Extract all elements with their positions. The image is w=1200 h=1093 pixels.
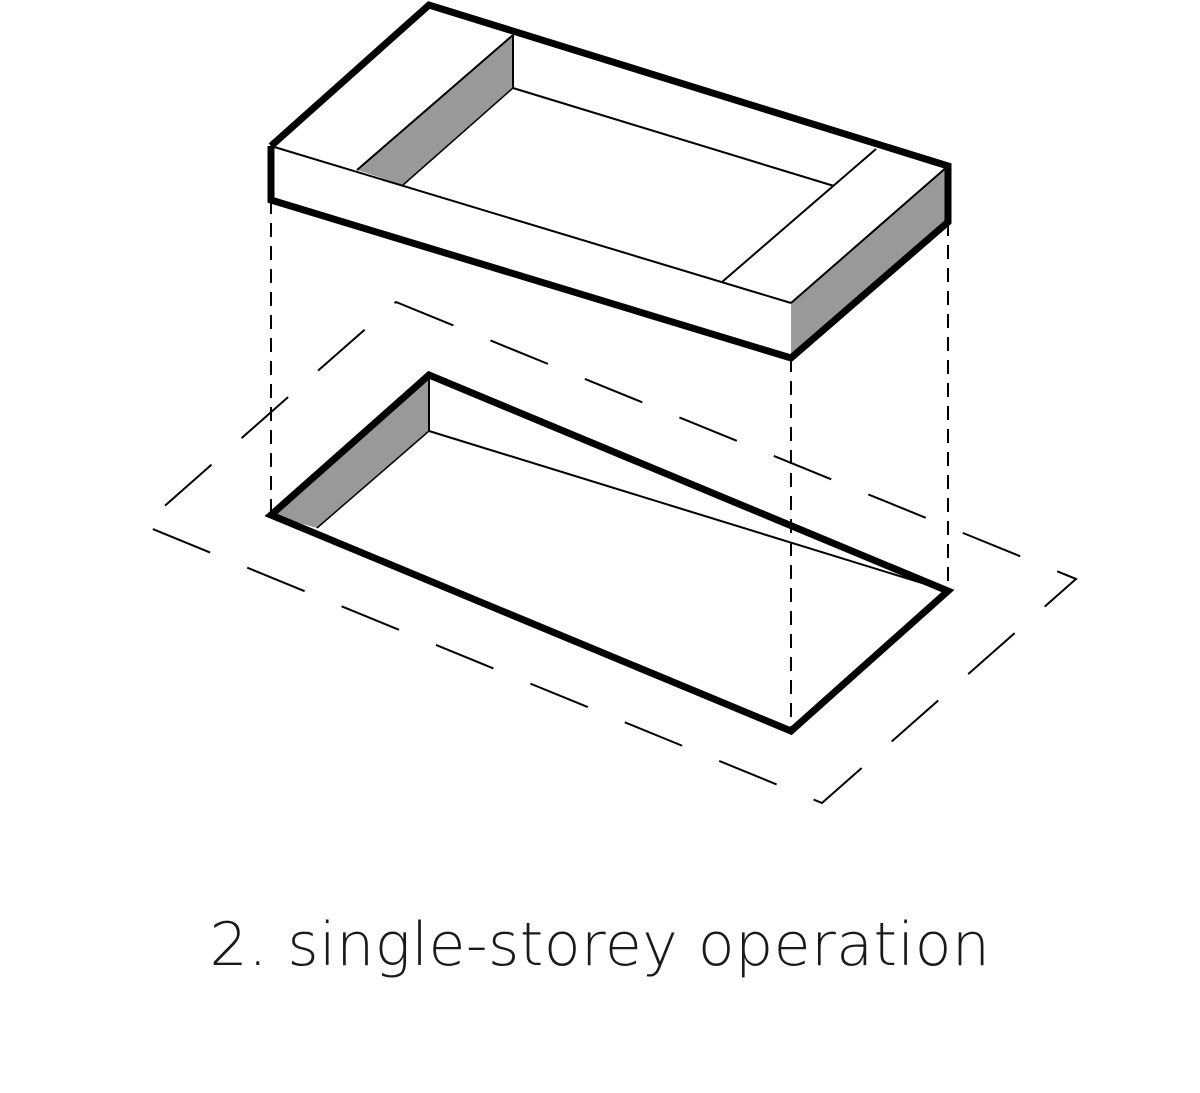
upper-floor-volume <box>267 1 952 362</box>
upper-outline <box>267 1 952 362</box>
upper-opening-back-edge <box>512 87 835 187</box>
upper-opening-right-edge <box>721 148 877 283</box>
site-boundary-dashed <box>141 300 1078 805</box>
upper-side-top-edge <box>790 165 949 304</box>
ground-floor-inner-edge <box>428 430 949 592</box>
upper-front-face <box>271 146 791 358</box>
upper-side-face-shaded <box>791 166 948 358</box>
diagram-caption: 2. single-storey operation <box>209 910 991 980</box>
ground-floor-outline <box>264 370 955 736</box>
ground-floor-volume <box>264 370 955 736</box>
upper-inner-shaded-wall <box>357 35 513 185</box>
